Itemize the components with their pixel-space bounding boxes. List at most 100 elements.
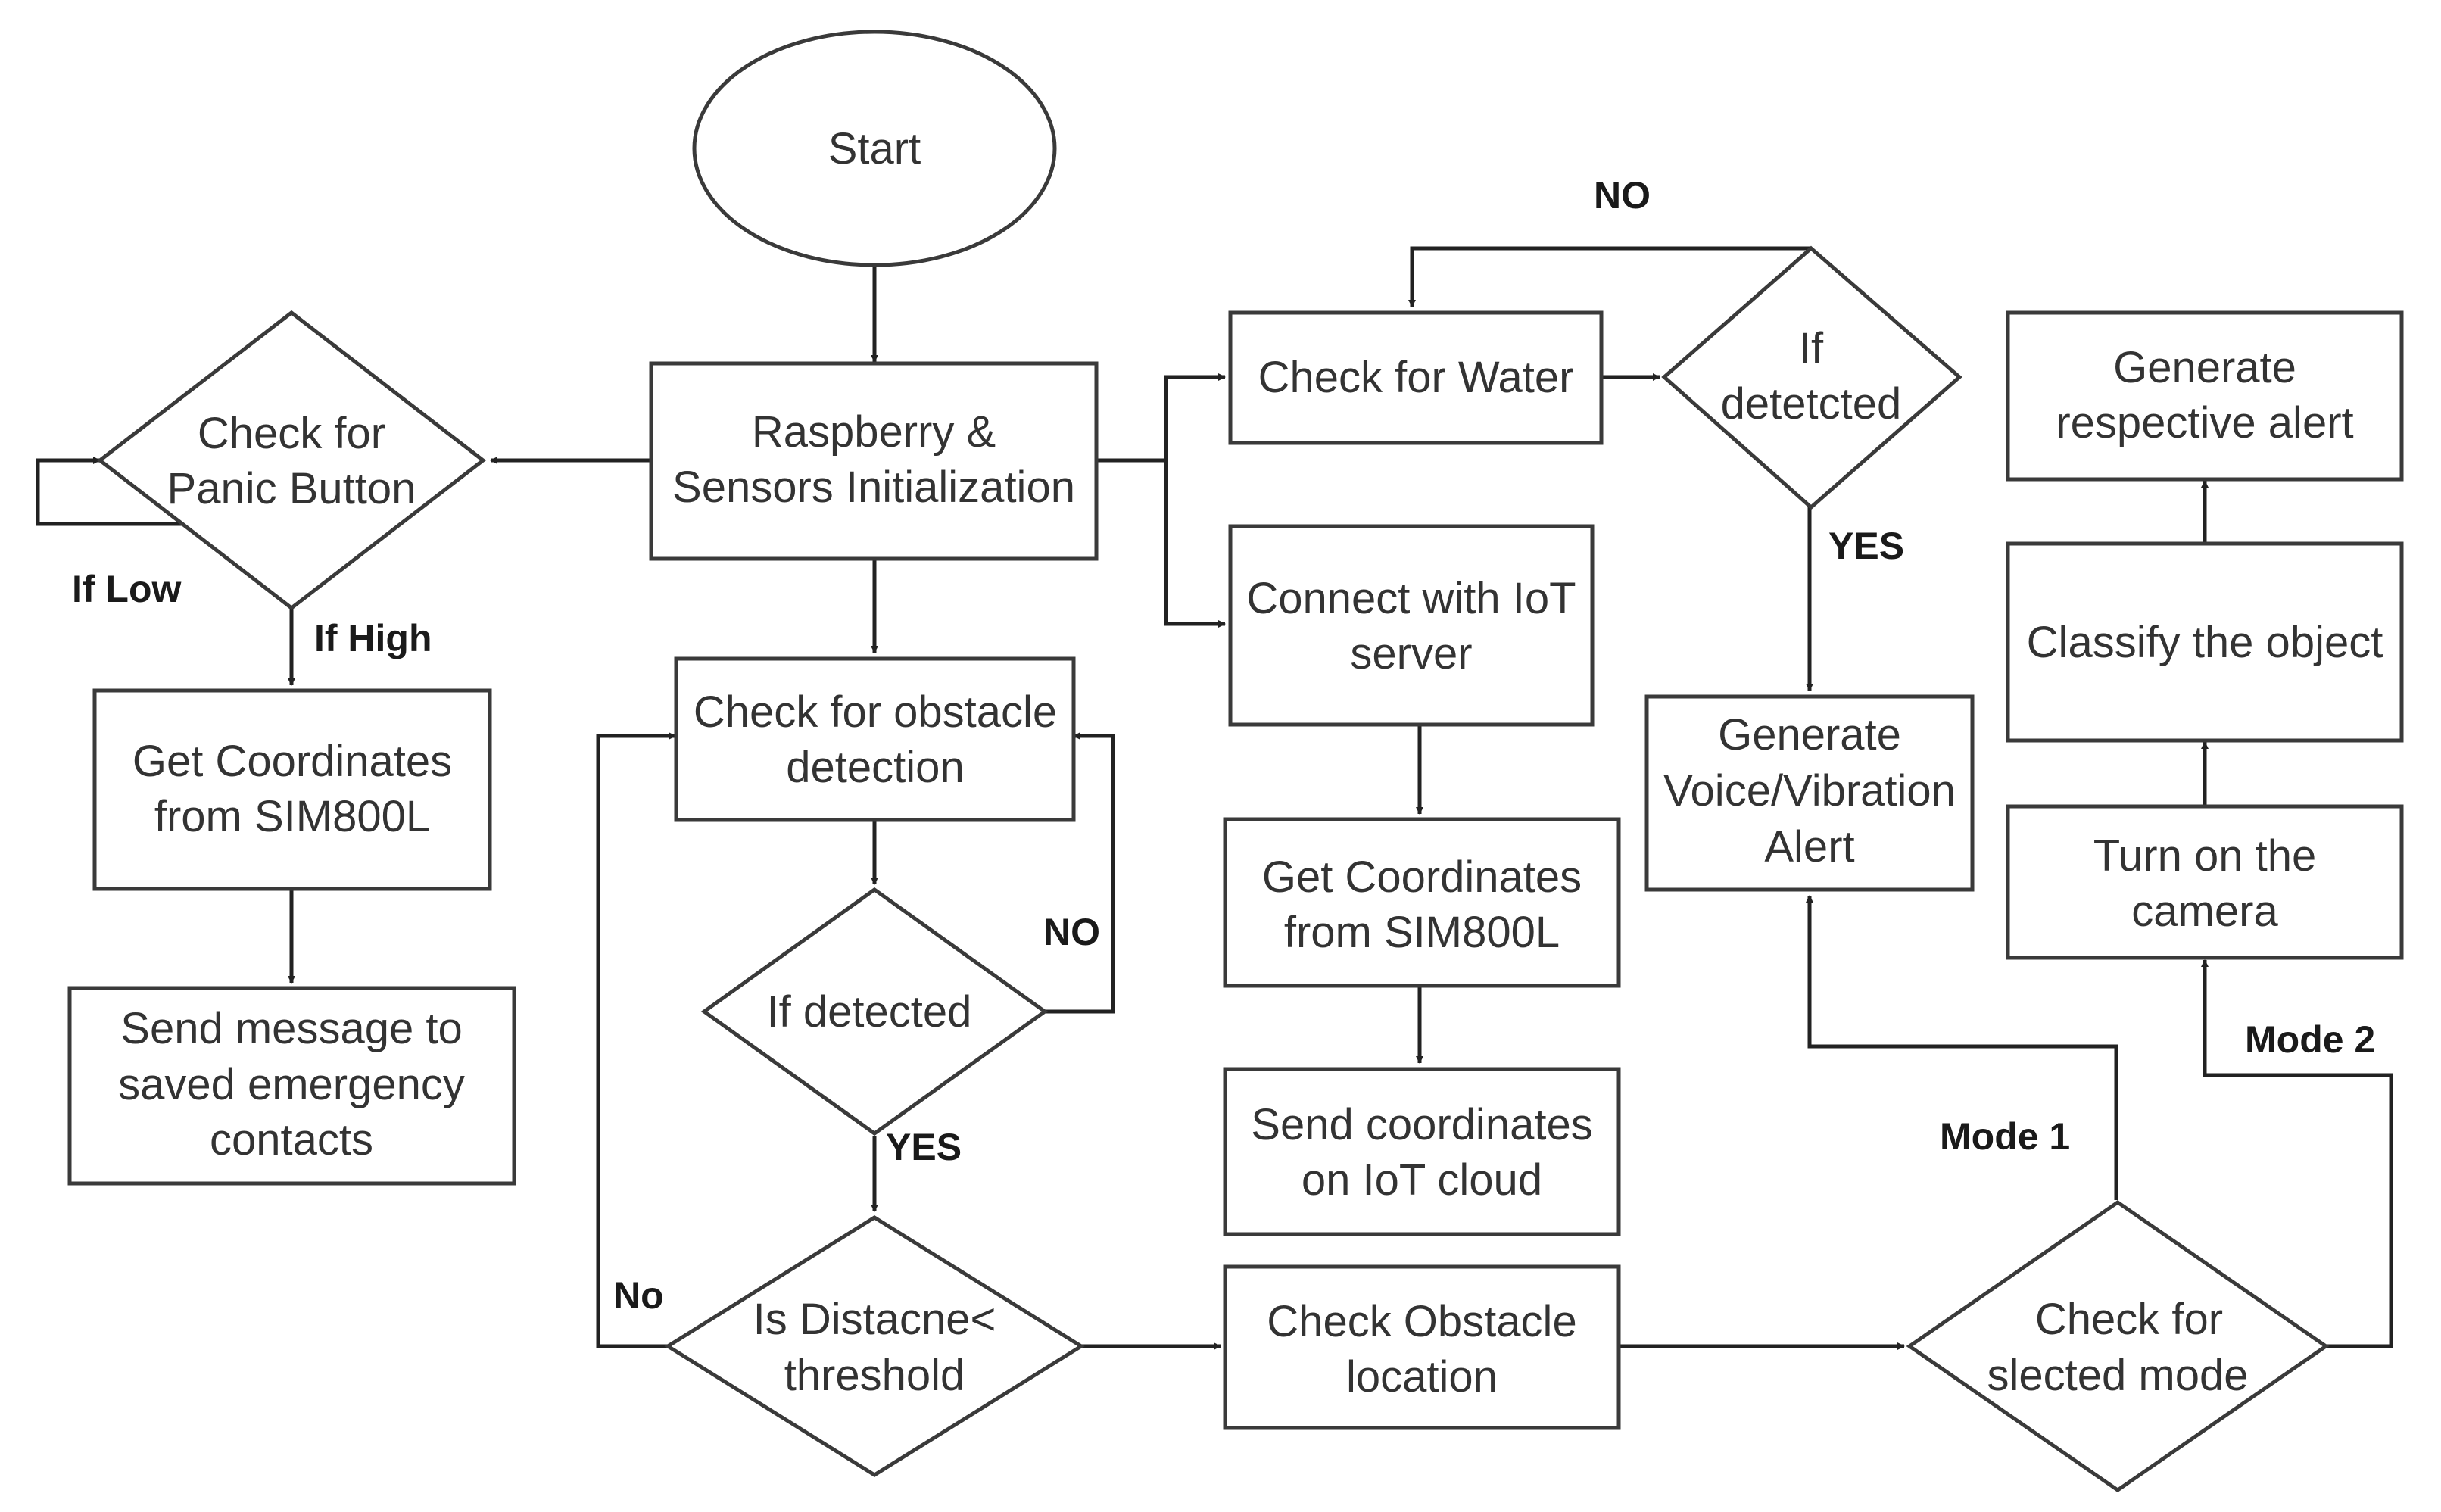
distance-label-1: Is Distacne< — [753, 1295, 996, 1344]
svg-text:camera: camera — [2131, 887, 2278, 936]
if-detected-decision: If detected — [700, 887, 1049, 1136]
label-if-low: If Low — [72, 568, 182, 610]
svg-text:Send message to: Send message to — [120, 1004, 462, 1053]
svg-text:Check for: Check for — [2035, 1295, 2223, 1344]
svg-text:NO: NO — [1594, 174, 1651, 217]
edge-branch-iot — [1164, 460, 1226, 628]
svg-text:location: location — [1346, 1352, 1498, 1401]
init-label-1: Raspberry & — [752, 407, 996, 457]
label-water-yes: YES — [1828, 525, 1904, 567]
send-coords-node: Send coordinates on IoT cloud — [1223, 1067, 1621, 1236]
svg-text:Mode 1: Mode 1 — [1940, 1115, 2070, 1158]
svg-text:slected mode: slected mode — [1987, 1351, 2249, 1400]
send-msg-label-3: contacts — [210, 1115, 373, 1164]
classify-label: Classify the object — [2027, 618, 2383, 667]
init-label-2: Sensors Initialization — [672, 463, 1075, 512]
respective-alert-label-1: Generate — [2113, 343, 2296, 392]
init-node: Raspberry & Sensors Initialization — [649, 361, 1099, 561]
svg-text:Get Coordinates: Get Coordinates — [1262, 853, 1582, 902]
send-msg-node: Send message to saved emergency contacts — [67, 986, 516, 1186]
mode-label-2: slected mode — [1987, 1351, 2249, 1400]
coords-mid-label-2: from SIM800L — [1284, 908, 1560, 957]
voice-alert-label-1: Generate — [1718, 710, 1901, 759]
svg-text:If: If — [1799, 324, 1824, 373]
iot-label-1: Connect with IoT — [1246, 574, 1576, 623]
label-mode1: Mode 1 — [1940, 1115, 2070, 1158]
obstacle-loc-label-1: Check Obstacle — [1267, 1297, 1576, 1346]
svg-text:If High: If High — [314, 617, 432, 659]
svg-text:Sensors Initialization: Sensors Initialization — [672, 463, 1075, 512]
voice-alert-label-2: Voice/Vibration — [1663, 766, 1956, 815]
edge-mode2 — [2201, 959, 2393, 1348]
svg-text:Send coordinates: Send coordinates — [1251, 1100, 1592, 1149]
start-label: Start — [828, 124, 921, 173]
svg-text:Raspberry &: Raspberry & — [752, 407, 996, 457]
svg-text:respective alert: respective alert — [2056, 398, 2353, 447]
if-detected-label: If detected — [767, 987, 972, 1037]
coords-mid-label-1: Get Coordinates — [1262, 853, 1582, 902]
edge-water-no — [1408, 246, 1810, 307]
svg-text:saved emergency: saved emergency — [118, 1060, 465, 1109]
voice-alert-label-3: Alert — [1764, 822, 1854, 871]
camera-label-1: Turn on the — [2093, 831, 2316, 881]
svg-text:Check for obstacle: Check for obstacle — [694, 687, 1057, 737]
svg-text:Connect with IoT: Connect with IoT — [1246, 574, 1576, 623]
svg-text:on IoT cloud: on IoT cloud — [1302, 1155, 1542, 1205]
voice-alert-node: Generate Voice/Vibration Alert — [1644, 694, 1975, 892]
send-coords-label-2: on IoT cloud — [1302, 1155, 1542, 1205]
svg-text:contacts: contacts — [210, 1115, 373, 1164]
svg-text:detetcted: detetcted — [1721, 379, 1902, 429]
edge-labels: If Low If High NO YES No NO YES Mode 1 M… — [72, 174, 2375, 1317]
svg-text:Generate: Generate — [2113, 343, 2296, 392]
obstacle-node: Check for obstacle detection — [674, 656, 1076, 822]
respective-alert-node: Generate respective alert — [2006, 310, 2404, 482]
camera-label-2: camera — [2131, 887, 2278, 936]
obstacle-loc-node: Check Obstacle location — [1223, 1264, 1621, 1430]
svg-text:Check for Water: Check for Water — [1258, 353, 1574, 402]
svg-text:Generate: Generate — [1718, 710, 1901, 759]
svg-text:Get Coordinates: Get Coordinates — [132, 737, 452, 786]
edge-mode1 — [1806, 895, 2118, 1200]
distance-label-2: threshold — [784, 1351, 965, 1400]
coords-left-node: Get Coordinates from SIM800L — [92, 688, 492, 891]
panic-label-1: Check for — [198, 409, 385, 458]
svg-text:Start: Start — [828, 124, 921, 173]
water-detected-decision: If detetcted — [1661, 245, 1962, 510]
svg-text:Voice/Vibration: Voice/Vibration — [1663, 766, 1956, 815]
svg-text:threshold: threshold — [784, 1351, 965, 1400]
edge-panic-loop — [36, 457, 195, 526]
svg-text:from SIM800L: from SIM800L — [1284, 908, 1560, 957]
water-detected-label-1: If — [1799, 324, 1824, 373]
start-node: Start — [692, 30, 1057, 267]
classify-node: Classify the object — [2006, 541, 2404, 743]
svg-text:Check for: Check for — [198, 409, 385, 458]
distance-decision: Is Distacne< threshold — [664, 1215, 1085, 1477]
svg-text:Panic Button: Panic Button — [167, 464, 416, 513]
respective-alert-label-2: respective alert — [2056, 398, 2353, 447]
obstacle-loc-label-2: location — [1346, 1352, 1498, 1401]
panic-decision: Check for Panic Button — [96, 310, 487, 611]
svg-text:from SIM800L: from SIM800L — [154, 792, 430, 841]
iot-node: Connect with IoT server — [1228, 524, 1595, 727]
obstacle-label-1: Check for obstacle — [694, 687, 1057, 737]
svg-text:NO: NO — [1043, 911, 1100, 953]
edge-ifdetected-no — [1045, 732, 1115, 1014]
svg-text:No: No — [613, 1274, 664, 1317]
label-obstacle-yes: YES — [886, 1126, 962, 1168]
camera-node: Turn on the camera — [2006, 804, 2404, 960]
svg-text:If detected: If detected — [767, 987, 972, 1037]
send-msg-label-2: saved emergency — [118, 1060, 465, 1109]
label-obstacle-no: NO — [1043, 911, 1100, 953]
mode-label-1: Check for — [2035, 1295, 2223, 1344]
label-if-high: If High — [314, 617, 432, 659]
send-msg-label-1: Send message to — [120, 1004, 462, 1053]
coords-left-label-2: from SIM800L — [154, 792, 430, 841]
svg-text:detection: detection — [786, 743, 964, 792]
edges — [36, 246, 2393, 1350]
label-distance-no: No — [613, 1274, 664, 1317]
label-water-no: NO — [1594, 174, 1651, 217]
coords-mid-node: Get Coordinates from SIM800L — [1223, 817, 1621, 988]
edge-distance-no — [596, 732, 676, 1348]
svg-text:If Low: If Low — [72, 568, 182, 610]
